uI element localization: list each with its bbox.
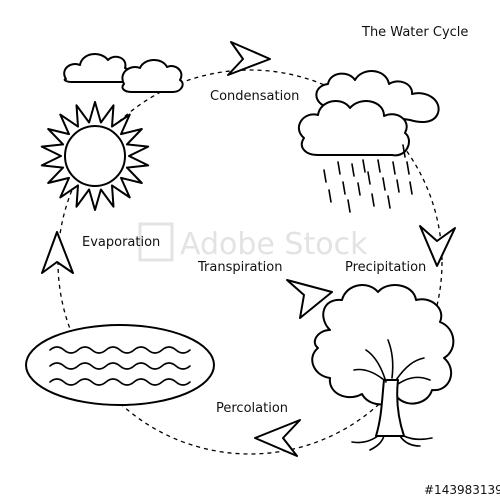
watermark-text: Adobe Stock — [180, 227, 368, 262]
diagram-title: The Water Cycle — [361, 25, 468, 40]
label-transpiration: Transpiration — [197, 260, 282, 275]
tree-icon — [311, 284, 455, 451]
water-body-icon — [25, 324, 215, 406]
label-evaporation: Evaporation — [82, 235, 160, 250]
arrow-icon-transpiration — [286, 279, 333, 319]
arrow-icon-precipitation — [419, 225, 456, 267]
watermark: Adobe Stock — [138, 222, 368, 262]
label-percolation: Percolation — [216, 401, 288, 416]
arrow-icon-condensation — [227, 41, 271, 76]
label-precipitation: Precipitation — [345, 260, 426, 275]
label-condensation: Condensation — [210, 89, 299, 104]
arrow-icon-percolation — [254, 419, 301, 457]
cloud-icon-left — [63, 53, 184, 93]
arrow-icon-evaporation — [41, 231, 74, 274]
sun-icon — [40, 101, 150, 211]
rain-cloud-icon — [298, 70, 440, 213]
raindrops — [323, 144, 413, 213]
stock-id: #143983139 — [424, 483, 500, 497]
